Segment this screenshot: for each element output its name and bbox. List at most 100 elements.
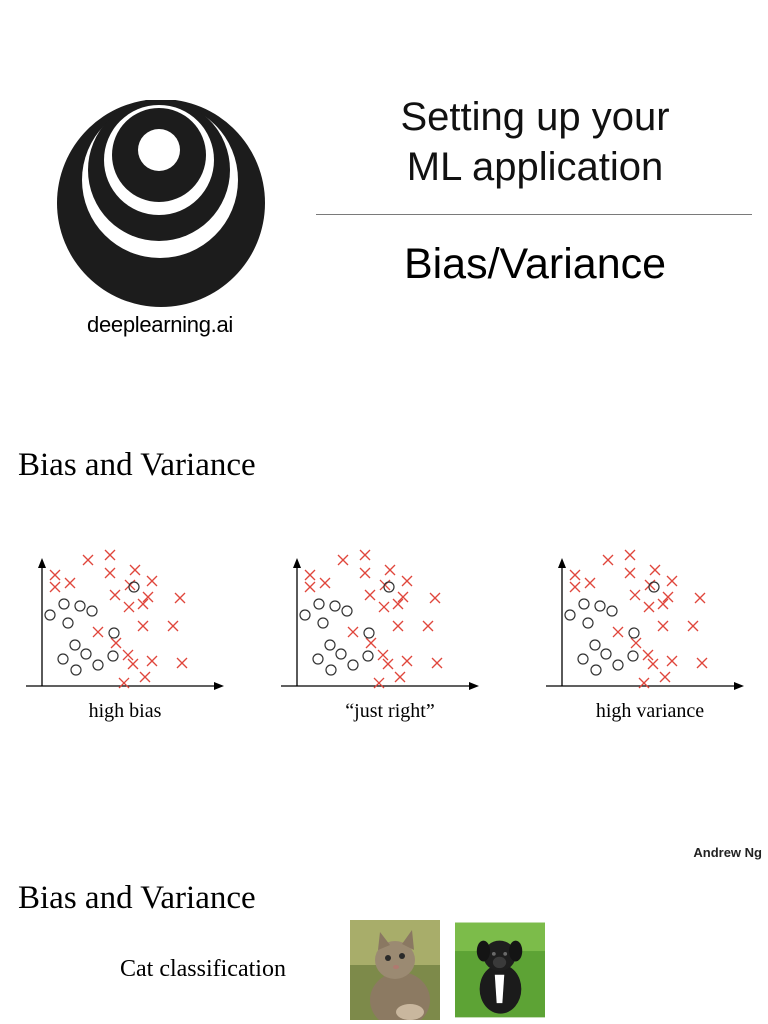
cross-mark [304, 581, 316, 593]
cross-mark [64, 577, 76, 589]
cross-mark [657, 598, 669, 610]
circle-mark [577, 653, 589, 665]
cross-mark [643, 601, 655, 613]
circle-mark [589, 639, 601, 651]
plot-just-right [281, 549, 479, 690]
cross-mark [137, 620, 149, 632]
circle-mark [58, 598, 70, 610]
cross-mark [384, 564, 396, 576]
cross-mark [359, 549, 371, 561]
circle-mark [582, 617, 594, 629]
caption-high-bias: high bias [88, 700, 162, 722]
plot-high-variance [546, 549, 744, 690]
cross-mark [146, 655, 158, 667]
circle-mark [313, 598, 325, 610]
cross-mark [104, 567, 116, 579]
cross-mark [629, 589, 641, 601]
cross-mark [602, 554, 614, 566]
circle-mark [80, 648, 92, 660]
cross-mark [642, 649, 654, 661]
circle-mark [92, 659, 104, 671]
circle-mark [57, 653, 69, 665]
cross-mark [401, 575, 413, 587]
title-divider [316, 214, 752, 215]
circle-mark [648, 581, 660, 593]
x-axis-arrow [214, 682, 224, 690]
y-axis-arrow [558, 558, 566, 568]
cross-mark [662, 591, 674, 603]
cross-mark [429, 592, 441, 604]
cross-mark [666, 655, 678, 667]
circle-mark [86, 605, 98, 617]
cross-mark [122, 649, 134, 661]
cross-mark [392, 620, 404, 632]
cross-mark [624, 567, 636, 579]
cross-mark [146, 575, 158, 587]
circle-mark [564, 609, 576, 621]
cat-classification-label: Cat classification [120, 956, 286, 982]
cross-mark [364, 589, 376, 601]
circle-mark [612, 659, 624, 671]
cross-mark [365, 637, 377, 649]
cross-mark [139, 671, 151, 683]
cross-mark [347, 626, 359, 638]
cross-mark [612, 626, 624, 638]
circle-mark [578, 598, 590, 610]
cross-mark [638, 677, 650, 689]
cross-mark [176, 657, 188, 669]
circle-mark [324, 639, 336, 651]
cross-mark [359, 567, 371, 579]
lecture-title: Setting up your ML application [320, 92, 750, 192]
y-axis-arrow [38, 558, 46, 568]
cross-mark [319, 577, 331, 589]
lecture-subtitle: Bias/Variance [403, 240, 667, 288]
circle-mark [107, 650, 119, 662]
circle-mark [606, 605, 618, 617]
circle-mark [317, 617, 329, 629]
x-axis-arrow [469, 682, 479, 690]
cross-mark [569, 581, 581, 593]
cross-mark [394, 671, 406, 683]
circle-mark [627, 650, 639, 662]
cross-mark [109, 589, 121, 601]
cross-mark [167, 620, 179, 632]
cross-mark [123, 601, 135, 613]
cross-mark [624, 549, 636, 561]
circle-mark [341, 605, 353, 617]
cross-mark [382, 658, 394, 670]
cross-mark [392, 598, 404, 610]
circle-mark [383, 581, 395, 593]
cross-mark [657, 620, 669, 632]
cross-mark [397, 591, 409, 603]
cross-mark [137, 598, 149, 610]
circle-mark [628, 627, 640, 639]
author-credit: Andrew Ng [693, 845, 762, 860]
dog-photo [455, 922, 545, 1018]
cross-mark [82, 554, 94, 566]
cross-mark [696, 657, 708, 669]
y-axis-arrow [293, 558, 301, 568]
circle-mark [590, 664, 602, 676]
cross-mark [569, 569, 581, 581]
cross-mark [92, 626, 104, 638]
cross-mark [49, 581, 61, 593]
cross-mark [127, 658, 139, 670]
circle-mark [70, 664, 82, 676]
brand-name: deeplearning.ai [87, 312, 233, 337]
plot-high-bias [26, 549, 224, 690]
cross-mark [373, 677, 385, 689]
circle-mark [600, 648, 612, 660]
cross-mark [49, 569, 61, 581]
circle-mark [312, 653, 324, 665]
cross-mark [110, 637, 122, 649]
cross-mark [377, 649, 389, 661]
cross-mark [666, 575, 678, 587]
cross-mark [649, 564, 661, 576]
cat-photo [350, 920, 440, 1020]
cross-mark [337, 554, 349, 566]
cross-mark [304, 569, 316, 581]
circle-mark [594, 600, 606, 612]
cross-mark [431, 657, 443, 669]
cross-mark [142, 591, 154, 603]
circle-mark [347, 659, 359, 671]
